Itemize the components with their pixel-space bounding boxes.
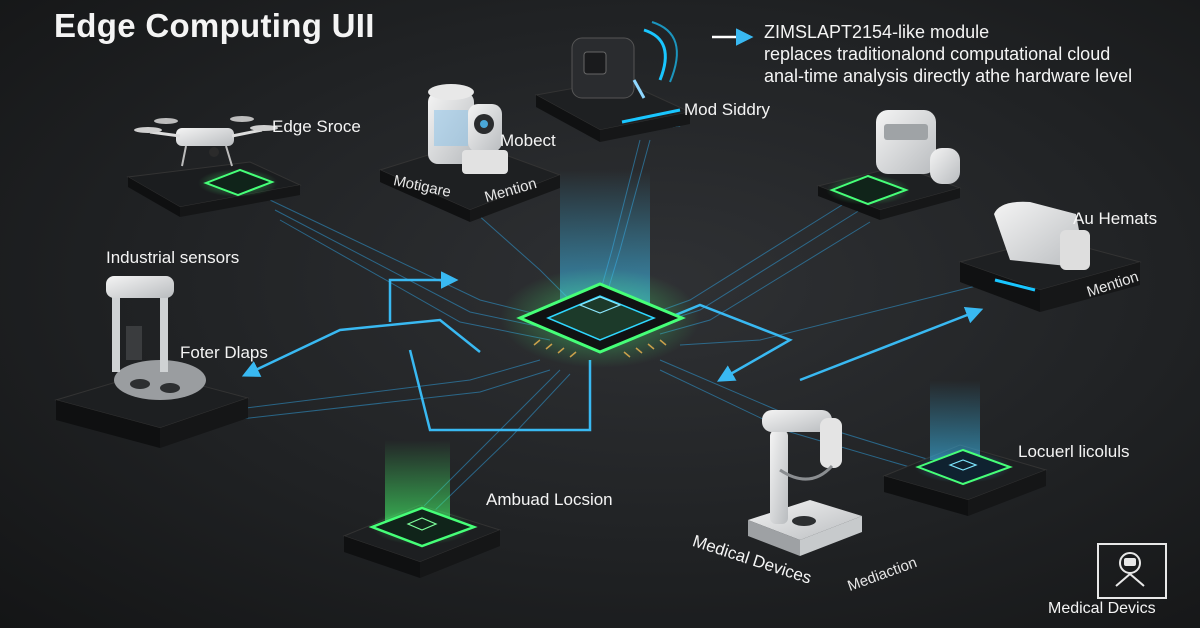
logo-caption: Medical Devics	[1048, 600, 1156, 617]
label-mod-siddry: Mod Siddry	[684, 100, 770, 119]
label-industrial-sensors: Industrial sensors	[106, 248, 240, 267]
label-autemats: Au Hemats	[1073, 209, 1158, 228]
label-foter-dlaps: Foter Dlaps	[180, 343, 268, 362]
page-title: Edge Computing UII	[54, 7, 375, 44]
camera-module-icon	[462, 104, 508, 174]
module-description-note: ZIMSLAPT2154-like module replaces tradit…	[764, 22, 1133, 86]
label-mobect: Mobect	[500, 131, 556, 150]
medical-logo-icon	[1115, 552, 1145, 587]
printer-icon	[876, 110, 960, 184]
medical-logo-frame	[1097, 543, 1167, 599]
label-locuerl-licoluls: Locuerl licoluls	[1018, 442, 1130, 461]
processor-cube-icon	[571, 21, 678, 99]
central-processor-chip	[500, 268, 700, 368]
label-edge-source: Edge Sroce	[272, 117, 361, 136]
chip-drone	[198, 168, 278, 197]
medical-scanner-icon	[994, 201, 1090, 270]
label-ambuad-locsion: Ambuad Locsion	[486, 490, 613, 509]
microscope-icon	[106, 276, 206, 400]
chip-mod-siddry	[621, 108, 681, 124]
chip-ambuad	[368, 506, 478, 548]
smart-speaker-icon	[428, 84, 474, 164]
chip-printer	[826, 174, 910, 206]
chip-autemats	[994, 278, 1036, 292]
drone-icon	[134, 116, 278, 167]
chip-locuerl	[915, 448, 1013, 486]
robot-arm-icon	[762, 410, 842, 526]
